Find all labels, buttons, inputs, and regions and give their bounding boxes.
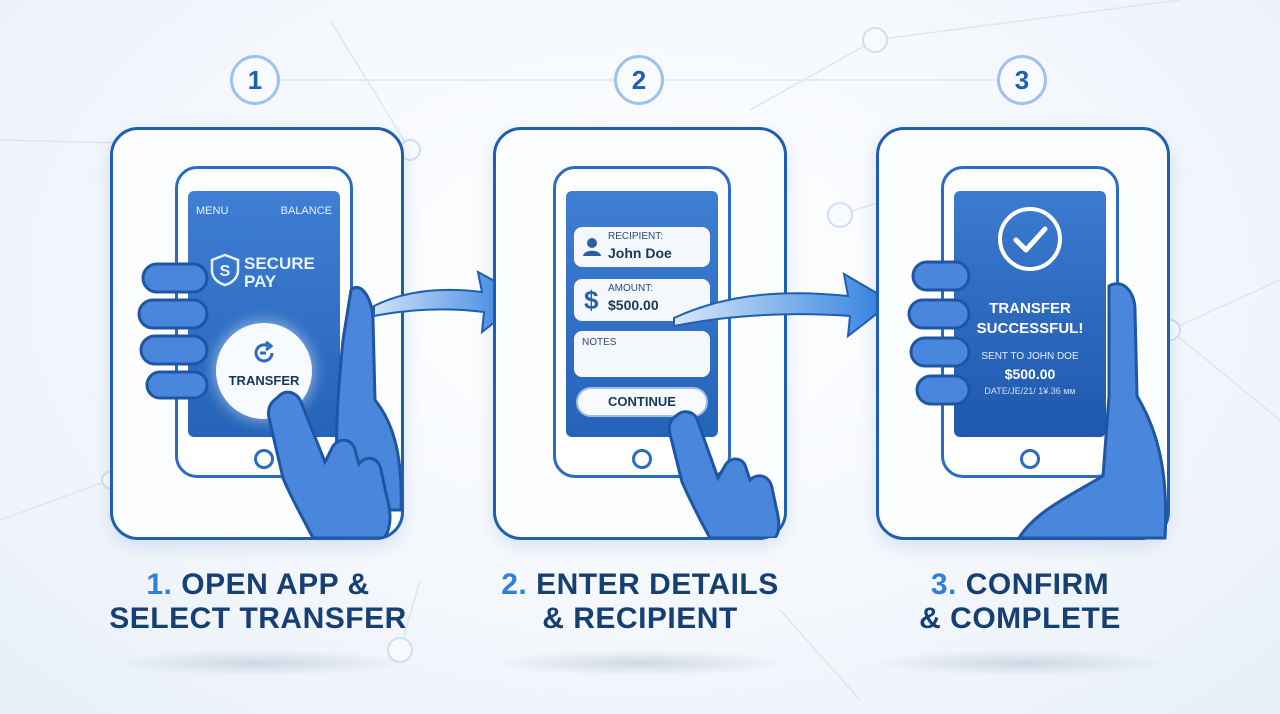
hand-icon xyxy=(667,410,781,538)
checkmark-circle-icon xyxy=(998,207,1062,271)
phone-screen-3: TRANSFER SUCCESSFUL! SENT TO JOHN DOE $5… xyxy=(954,191,1106,437)
floor-shadow-2 xyxy=(490,650,790,676)
date-line: DATE/JE/21/ 1¥.36 ᴍᴍ xyxy=(984,386,1076,396)
recipient-field[interactable]: RECIPIENT: John Doe xyxy=(574,227,710,267)
floor-shadow-3 xyxy=(870,650,1170,676)
caption-1-line-2: SELECT TRANSFER xyxy=(109,602,407,635)
caption-2-line-1: ENTER DETAILS xyxy=(536,568,779,601)
app-logo-text: SECURE PAY xyxy=(244,255,315,291)
floor-shadow-1 xyxy=(110,650,410,676)
caption-number-3: 3. xyxy=(930,568,957,601)
home-button-3 xyxy=(1020,449,1040,469)
phone-screen-1: MENU BALANCE S SECURE PAY TRANSFER xyxy=(188,191,340,437)
transfer-button-label: TRANSFER xyxy=(228,373,300,388)
menu-label[interactable]: MENU xyxy=(196,205,229,217)
hand-icon xyxy=(907,260,971,406)
amount-label: AMOUNT: xyxy=(608,283,653,294)
success-title-line-2: SUCCESSFUL! xyxy=(976,320,1084,337)
step-card-2: RECIPIENT: John Doe $ AMOUNT: $500.00 NO… xyxy=(493,127,787,540)
shield-logo-icon: S xyxy=(210,253,240,287)
notes-label: NOTES xyxy=(582,337,617,348)
amount-value: $500.00 xyxy=(608,297,659,313)
hand-icon xyxy=(137,262,209,400)
caption-3-line-2: & COMPLETE xyxy=(919,602,1121,635)
step-number-1: 1 xyxy=(230,55,280,105)
caption-2-line-2: & RECIPIENT xyxy=(542,602,738,635)
notes-field[interactable]: NOTES xyxy=(574,331,710,377)
user-icon xyxy=(583,238,601,256)
step-number-3: 3 xyxy=(997,55,1047,105)
hand-icon xyxy=(267,390,392,538)
step-card-3: TRANSFER SUCCESSFUL! SENT TO JOHN DOE $5… xyxy=(876,127,1170,540)
step-card-1: MENU BALANCE S SECURE PAY TRANSFER xyxy=(110,127,404,540)
home-button-2 xyxy=(632,449,652,469)
continue-button[interactable]: CONTINUE xyxy=(576,387,708,417)
success-title-line-1: TRANSFER xyxy=(989,300,1071,317)
logo-line-1: SECURE xyxy=(244,254,315,273)
svg-text:S: S xyxy=(220,263,231,280)
dollar-icon: $ xyxy=(584,285,599,315)
caption-number-2: 2. xyxy=(501,568,528,601)
step-caption-3: 3. CONFIRM & COMPLETE xyxy=(840,568,1200,636)
hand-icon xyxy=(1016,282,1168,540)
caption-1-line-1: OPEN APP & xyxy=(181,568,370,601)
transfer-cycle-icon xyxy=(254,341,274,363)
logo-line-2: PAY xyxy=(244,272,277,291)
home-button-1 xyxy=(254,449,274,469)
balance-label[interactable]: BALANCE xyxy=(280,205,332,217)
sent-amount: $500.00 xyxy=(1004,366,1056,382)
caption-3-line-1: CONFIRM xyxy=(965,568,1110,601)
recipient-value: John Doe xyxy=(608,245,672,261)
phone-3: TRANSFER SUCCESSFUL! SENT TO JOHN DOE $5… xyxy=(941,166,1119,478)
recipient-label: RECIPIENT: xyxy=(608,231,664,242)
sent-to-text: SENT TO JOHN DOE xyxy=(981,351,1079,362)
step-number-2: 2 xyxy=(614,55,664,105)
success-title: TRANSFER SUCCESSFUL! xyxy=(954,299,1106,339)
step-caption-2: 2. ENTER DETAILS & RECIPIENT xyxy=(460,568,820,636)
arrow-right-icon xyxy=(673,272,894,339)
step-caption-1: 1. OPEN APP & SELECT TRANSFER xyxy=(78,568,438,636)
caption-number-1: 1. xyxy=(146,568,173,601)
